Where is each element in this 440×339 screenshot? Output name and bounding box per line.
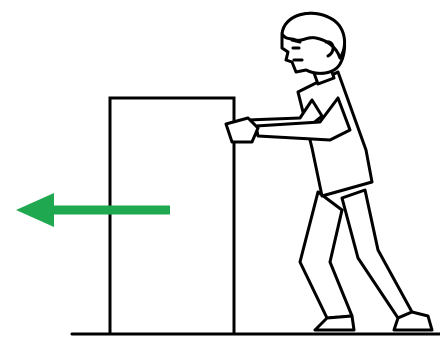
box (110, 98, 234, 334)
person-pushing-figure (226, 13, 432, 330)
front-leg (342, 190, 412, 318)
left-hand (226, 118, 258, 142)
back-shoe (315, 316, 354, 330)
eyebrow (292, 40, 300, 42)
